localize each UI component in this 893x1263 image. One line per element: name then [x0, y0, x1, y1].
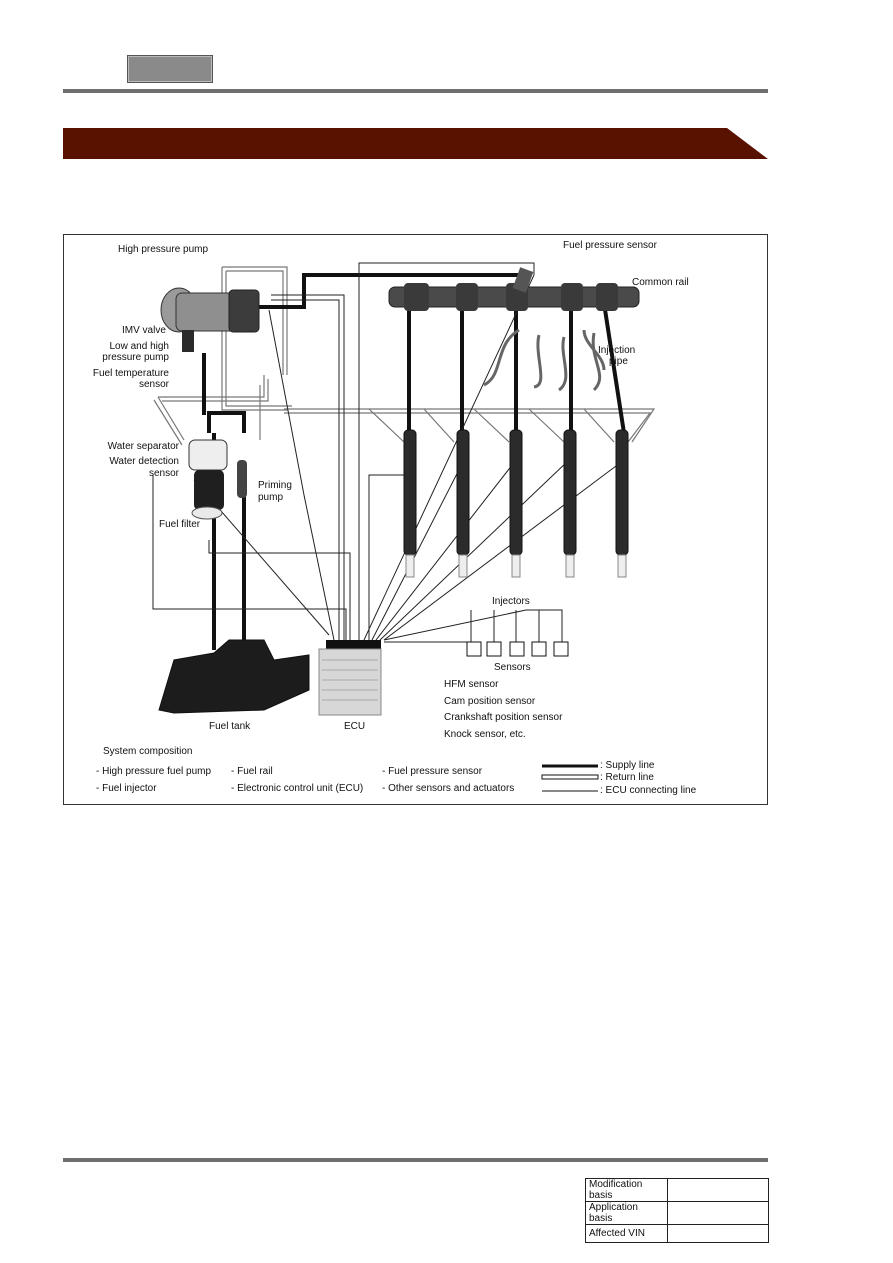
- label-common-rail: Common rail: [632, 277, 689, 288]
- fuel-system-diagram: High pressure pump IMV valve Low and hig…: [63, 234, 768, 805]
- high-pressure-pump-body: [160, 287, 260, 352]
- label-fuel-tank: Fuel tank: [209, 721, 251, 732]
- ecu-body: [318, 640, 382, 716]
- label-low-high-pump-2: pressure pump: [102, 352, 169, 363]
- composition-item: - High pressure fuel pump: [96, 766, 212, 777]
- legend-samples: [541, 764, 599, 792]
- label-imv-valve: IMV valve: [122, 325, 166, 336]
- system-composition-title: System composition: [103, 746, 193, 757]
- supply-lines: [202, 273, 626, 650]
- composition-item: - Fuel pressure sensor: [382, 766, 483, 777]
- revision-info-table: Modification basis Application basis Aff…: [585, 1178, 769, 1243]
- injector-bodies: [403, 429, 629, 556]
- modification-basis-label: Modification basis: [585, 1178, 668, 1202]
- modification-basis-value: [667, 1178, 769, 1202]
- sensor-list-item: Knock sensor, etc.: [444, 729, 526, 740]
- label-low-high-pump-1: Low and high: [109, 341, 170, 352]
- application-basis-value: [667, 1201, 769, 1225]
- fuel-tank-body: [158, 639, 310, 714]
- composition-item: - Other sensors and actuators: [382, 783, 515, 794]
- legend-ecu-line-label: : ECU connecting line: [600, 785, 697, 796]
- affected-vin-value: [667, 1224, 769, 1243]
- label-water-detection-1: Water detection: [109, 456, 179, 467]
- label-priming-pump-2: pump: [258, 492, 284, 503]
- label-injection-pipe-1: Injection: [598, 345, 636, 356]
- injector-tips: [405, 554, 627, 578]
- bottom-rule: [63, 1158, 768, 1162]
- label-water-detection-2: sensor: [148, 468, 179, 479]
- legend-supply-label: : Supply line: [600, 760, 655, 771]
- label-injectors: Injectors: [492, 596, 530, 607]
- application-basis-label: Application basis: [585, 1201, 668, 1225]
- affected-vin-label: Affected VIN: [585, 1224, 668, 1243]
- top-rule: [63, 89, 768, 93]
- label-fuel-filter: Fuel filter: [159, 519, 201, 530]
- common-rail-body: [388, 267, 640, 311]
- header-tab: [127, 55, 213, 83]
- composition-item: - Electronic control unit (ECU): [231, 783, 364, 794]
- sensor-list-item: HFM sensor: [444, 679, 499, 690]
- label-water-separator: Water separator: [107, 441, 179, 452]
- legend-return-label: : Return line: [600, 772, 654, 783]
- sensor-connectors: [466, 641, 569, 657]
- section-banner: [63, 128, 768, 159]
- label-fuel-temp-1: Fuel temperature: [92, 368, 169, 379]
- table-row: Application basis: [585, 1201, 769, 1225]
- label-ecu: ECU: [344, 721, 366, 732]
- label-fuel-pressure-sensor: Fuel pressure sensor: [563, 240, 657, 251]
- composition-item: - Fuel injector: [96, 783, 157, 794]
- table-row: Modification basis: [585, 1178, 769, 1202]
- fuel-filter-body: [188, 439, 247, 520]
- ecu-lines: [152, 262, 625, 649]
- label-injection-pipe-2: pipe: [609, 356, 628, 367]
- composition-item: - Fuel rail: [231, 766, 273, 777]
- label-fuel-temp-2: sensor: [138, 379, 169, 390]
- table-row: Affected VIN: [585, 1224, 769, 1243]
- label-high-pressure-pump: High pressure pump: [118, 244, 209, 255]
- label-sensors: Sensors: [494, 662, 531, 673]
- sensor-list-item: Crankshaft position sensor: [444, 712, 563, 723]
- label-priming-pump-1: Priming: [258, 480, 292, 491]
- return-lines: [153, 266, 656, 446]
- sensor-list-item: Cam position sensor: [444, 696, 536, 707]
- injection-pipes: [483, 328, 606, 392]
- diagram-lines: [152, 262, 656, 792]
